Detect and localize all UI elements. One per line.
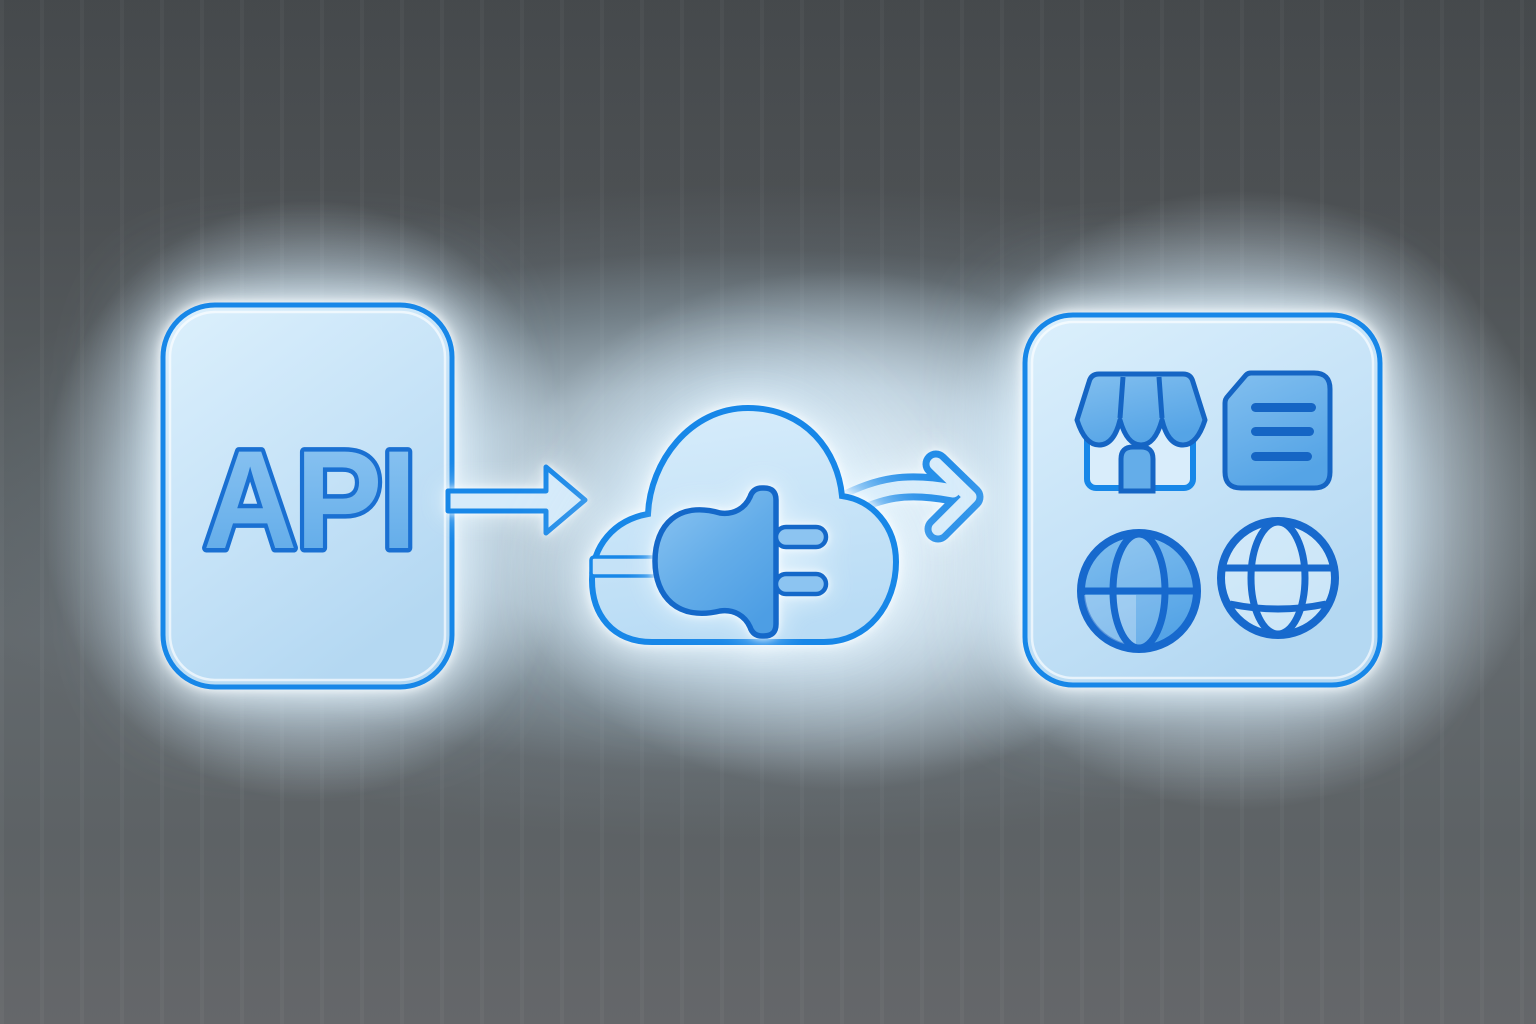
document-line-1 <box>1251 403 1316 412</box>
arrow-right-icon <box>445 464 588 536</box>
plug-prong-top <box>773 524 829 550</box>
plug-cable <box>589 555 661 578</box>
api-card: API <box>160 302 455 690</box>
globe-icon <box>1077 529 1201 653</box>
api-label: API <box>203 421 415 578</box>
document-line-2 <box>1251 427 1314 436</box>
document-line-3 <box>1251 452 1312 461</box>
services-panel-inner-rim <box>1030 320 1375 680</box>
plug-body <box>652 485 779 639</box>
globe-grid-latitude-2 <box>1229 600 1327 613</box>
globe-grid-meridians <box>1247 518 1309 638</box>
globe-grid-icon <box>1217 517 1339 639</box>
services-panel-body <box>1022 312 1383 688</box>
services-panel <box>1022 312 1383 688</box>
plug-icon <box>652 485 829 639</box>
api-card-inner-rim <box>168 310 447 682</box>
arrow-head-core <box>929 457 977 536</box>
storefront-door <box>1118 444 1156 494</box>
plug-prong-bottom <box>773 571 829 597</box>
arrow-shape <box>445 464 588 536</box>
storefront-icon <box>1074 371 1208 494</box>
cloud-plug-node <box>588 404 900 645</box>
storefront-awning-seams <box>1117 376 1165 419</box>
globe-grid-sphere <box>1217 517 1339 639</box>
document-icon <box>1222 370 1333 491</box>
storefront-awning <box>1074 371 1208 448</box>
